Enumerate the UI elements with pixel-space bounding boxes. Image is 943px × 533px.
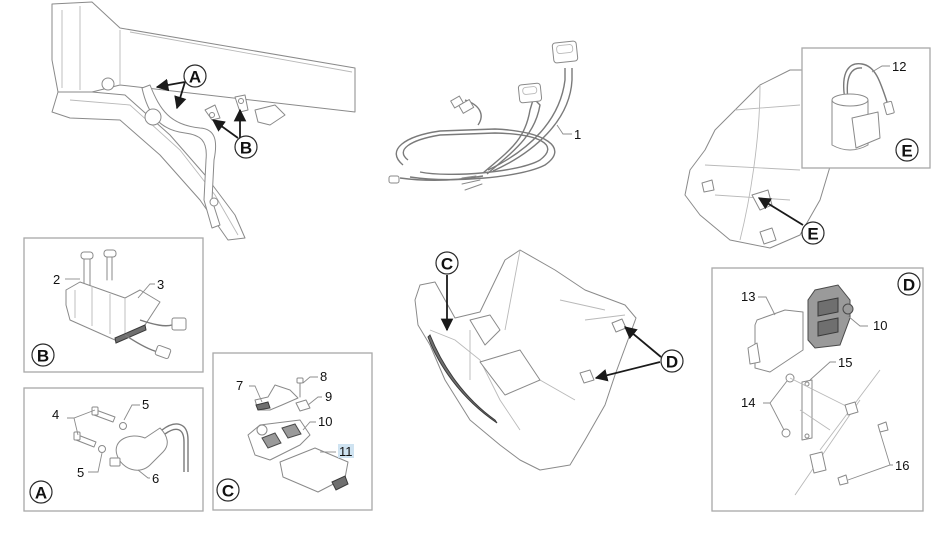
part-label-12: 12 <box>871 59 906 74</box>
svg-text:A: A <box>35 484 47 503</box>
part-label-7: 7 <box>236 378 263 403</box>
detail-panel-A: 4 5 5 6 A <box>23 387 204 512</box>
detail-label-C: C <box>216 478 240 502</box>
frame-illustration <box>51 1 356 241</box>
svg-text:13: 13 <box>741 289 755 304</box>
callout-B-frame: B <box>211 108 258 159</box>
svg-text:9: 9 <box>325 389 332 404</box>
part-label-3: 3 <box>137 277 164 299</box>
electrical-bracket-illustration <box>414 249 637 471</box>
svg-text:3: 3 <box>157 277 164 292</box>
part-label-15: 15 <box>809 355 852 381</box>
callout-A-frame: A <box>155 64 207 110</box>
frame-view: A B <box>51 1 356 241</box>
svg-text:6: 6 <box>152 471 159 486</box>
part-label-1: 1 <box>556 124 581 142</box>
part-label-10-D: 10 <box>847 315 887 333</box>
voltage-regulator-illustration <box>65 249 187 360</box>
svg-text:C: C <box>222 482 234 501</box>
detail-panel-B: 2 3 B <box>23 237 204 373</box>
svg-text:8: 8 <box>320 369 327 384</box>
svg-text:B: B <box>37 347 49 366</box>
part-label-2: 2 <box>53 272 80 287</box>
svg-text:4: 4 <box>52 407 59 422</box>
control-units-illustration <box>747 284 889 496</box>
callout-C-bracket: C <box>435 251 459 332</box>
flasher-relay-illustration <box>831 63 895 151</box>
detail-label-B: B <box>31 343 55 367</box>
svg-text:A: A <box>189 68 201 87</box>
part-label-5-top: 5 <box>123 397 149 421</box>
wiring-harness-illustration <box>388 40 579 191</box>
inset-box-E: 12 E <box>801 47 931 169</box>
harness-view: 1 <box>388 40 581 191</box>
part-label-5-bottom: 5 <box>77 452 103 480</box>
svg-text:11: 11 <box>339 444 353 459</box>
svg-text:2: 2 <box>53 272 60 287</box>
part-label-4: 4 <box>52 407 96 436</box>
fender-view: E 12 E <box>684 47 931 249</box>
svg-text:16: 16 <box>895 458 909 473</box>
svg-text:1: 1 <box>574 127 581 142</box>
svg-text:7: 7 <box>236 378 243 393</box>
svg-text:D: D <box>666 353 678 372</box>
svg-text:12: 12 <box>892 59 906 74</box>
part-label-9: 9 <box>307 389 332 406</box>
part-label-6: 6 <box>137 469 159 486</box>
svg-text:14: 14 <box>741 395 755 410</box>
highlight-11 <box>338 444 354 458</box>
callout-D-bracket: D <box>594 326 684 382</box>
svg-text:E: E <box>807 225 818 244</box>
svg-text:C: C <box>441 255 453 274</box>
svg-text:E: E <box>901 142 912 161</box>
part-label-10-C: 10 <box>302 414 332 431</box>
svg-text:5: 5 <box>77 465 84 480</box>
callout-E-fender: E <box>757 197 825 245</box>
part-label-8: 8 <box>302 369 327 384</box>
ecu-mount-illustration <box>247 377 349 493</box>
svg-text:B: B <box>240 139 252 158</box>
svg-text:10: 10 <box>873 318 887 333</box>
part-label-11: 11 <box>320 444 354 459</box>
detail-label-E: E <box>895 138 919 162</box>
part-label-16: 16 <box>847 431 909 481</box>
svg-text:15: 15 <box>838 355 852 370</box>
svg-text:10: 10 <box>318 414 332 429</box>
ignition-coil-illustration <box>73 406 189 472</box>
svg-text:D: D <box>903 276 915 295</box>
bracket-view: C D <box>414 249 684 471</box>
detail-label-A: A <box>29 480 53 504</box>
detail-label-D: D <box>897 272 921 296</box>
part-label-14: 14 <box>741 380 788 431</box>
detail-panel-D: 13 10 14 15 16 D <box>711 267 924 512</box>
detail-panel-C: 7 8 9 10 11 C <box>212 352 373 511</box>
part-label-13: 13 <box>741 289 776 316</box>
svg-text:5: 5 <box>142 397 149 412</box>
